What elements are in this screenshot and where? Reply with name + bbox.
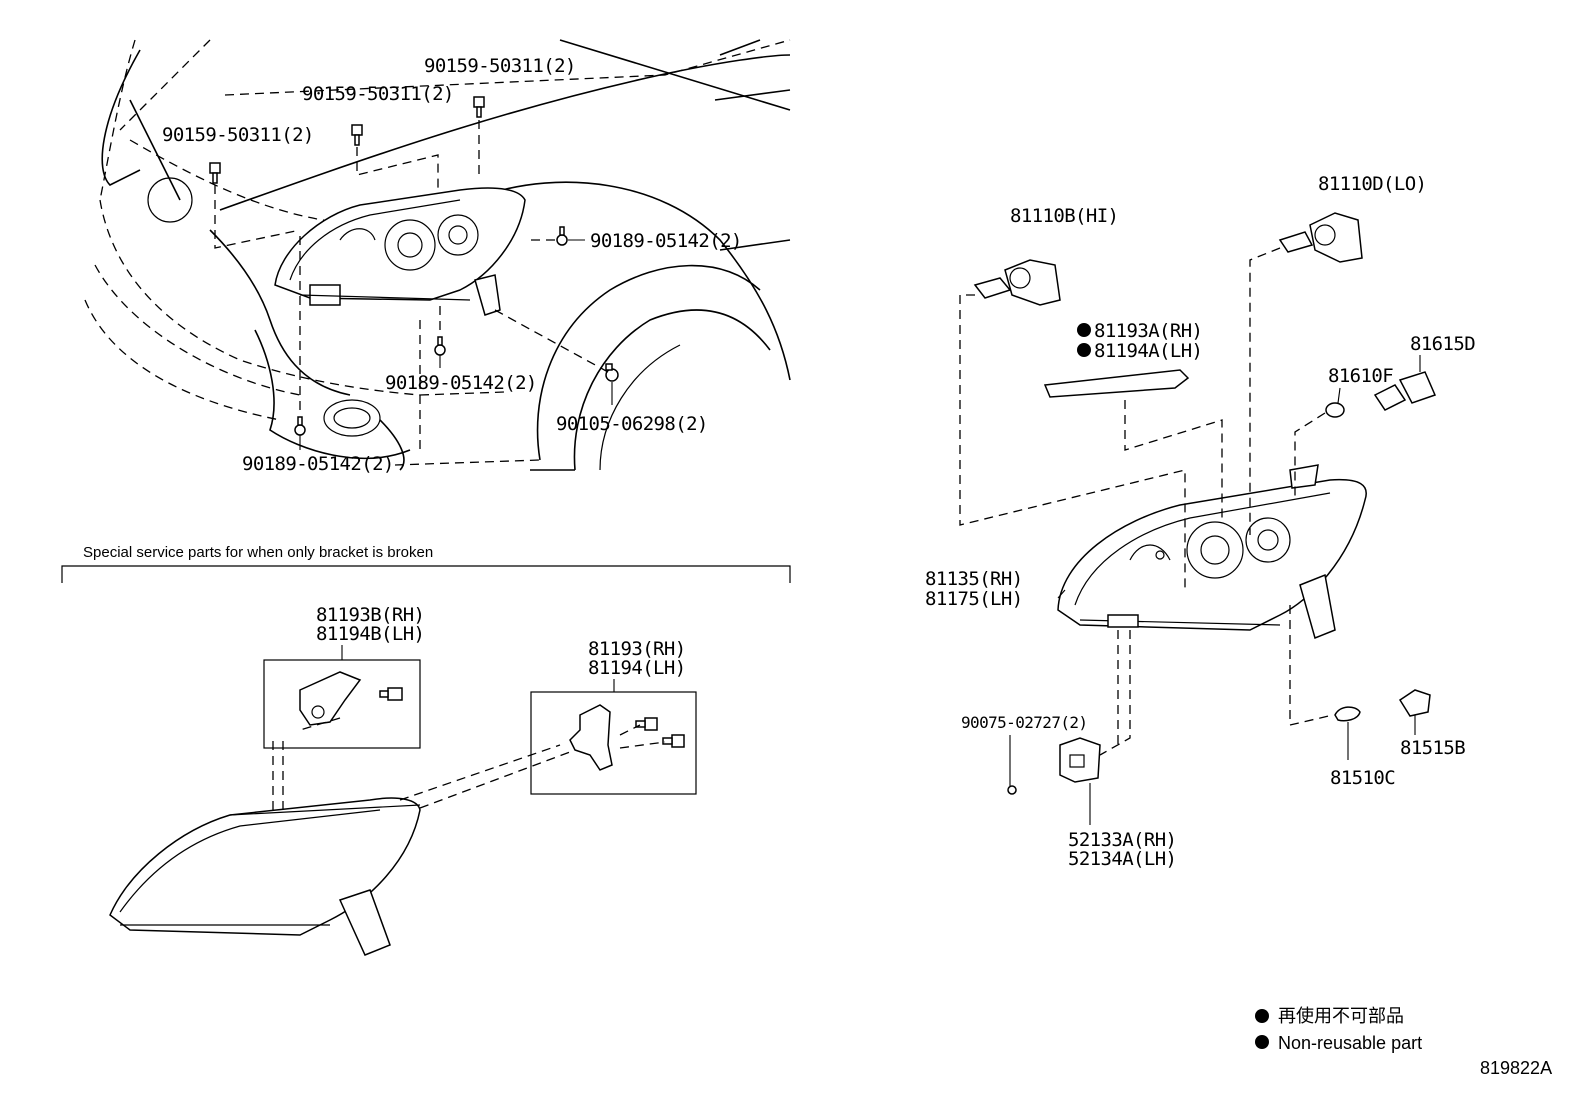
label-headlamp-lh: 81175(LH) bbox=[925, 588, 1023, 610]
screw-icon-c bbox=[294, 416, 306, 436]
label-81615d: 81615D bbox=[1410, 333, 1475, 355]
label-bolt-90159-b: 90159-50311(2) bbox=[302, 83, 454, 105]
screw-90075-icon bbox=[1007, 785, 1017, 795]
legend-marker-en bbox=[1255, 1035, 1269, 1049]
label-screw-90189-a: 90189-05142(2) bbox=[590, 230, 742, 252]
installed-headlamp bbox=[274, 187, 526, 316]
bottom-headlamp bbox=[109, 797, 421, 956]
repair-bracket-b bbox=[299, 671, 403, 726]
label-garnish-rh: 81193A(RH) bbox=[1094, 320, 1202, 342]
label-screw-90189-c: 90189-05142(2) bbox=[242, 453, 394, 475]
screw-icon-b bbox=[434, 336, 446, 356]
bolt-icon-a bbox=[209, 162, 221, 184]
label-repair-b-lh: 81194B(LH) bbox=[316, 623, 424, 645]
vehicle-front-outline bbox=[84, 39, 791, 471]
bolt-icon-b bbox=[351, 124, 363, 146]
bracket-52133a bbox=[1059, 737, 1101, 783]
repair-bracket bbox=[569, 704, 685, 771]
label-bolt-90159-c: 90159-50311(2) bbox=[424, 55, 576, 77]
label-screw-90105: 90105-06298(2) bbox=[556, 413, 708, 435]
garnish bbox=[1043, 369, 1190, 398]
legend-japanese: 再使用不可部品 bbox=[1278, 1006, 1404, 1026]
bolt-icon-c bbox=[473, 96, 485, 118]
legend-english: Non-reusable part bbox=[1278, 1033, 1422, 1053]
label-bulb-hi: 81110B(HI) bbox=[1010, 205, 1118, 227]
label-screw-90189-b: 90189-05142(2) bbox=[385, 372, 537, 394]
lo-bulb bbox=[1278, 212, 1363, 263]
label-81610f: 81610F bbox=[1328, 365, 1393, 387]
label-screw-90075: 90075-02727(2) bbox=[961, 713, 1087, 732]
label-repair-lh: 81194(LH) bbox=[588, 657, 686, 679]
label-bulb-lo: 81110D(LO) bbox=[1318, 173, 1426, 195]
label-bolt-90159-a: 90159-50311(2) bbox=[162, 124, 314, 146]
label-headlamp-rh: 81135(RH) bbox=[925, 568, 1023, 590]
special-service-note: Special service parts for when only brac… bbox=[83, 544, 433, 561]
non-reusable-marker-rh bbox=[1077, 323, 1091, 337]
label-repair-b-rh: 81193B(RH) bbox=[316, 604, 424, 626]
bulb-81510c bbox=[1334, 706, 1361, 722]
right-connector-lines bbox=[959, 247, 1421, 825]
label-repair-rh: 81193(RH) bbox=[588, 638, 686, 660]
legend-marker-ja bbox=[1255, 1009, 1269, 1023]
diagram-id: 819822A bbox=[1480, 1058, 1552, 1078]
screw-icon-d bbox=[605, 363, 619, 382]
screw-icon-a bbox=[556, 226, 568, 246]
label-81510c: 81510C bbox=[1330, 767, 1395, 789]
label-garnish-lh: 81194A(LH) bbox=[1094, 340, 1202, 362]
label-bracket-rh: 52133A(RH) bbox=[1068, 829, 1176, 851]
socket-81515b bbox=[1398, 689, 1431, 717]
headlamp-assembly bbox=[1057, 464, 1367, 640]
label-bracket-lh: 52134A(LH) bbox=[1068, 848, 1176, 870]
seal-81610f bbox=[1325, 402, 1345, 418]
special-service-bracket bbox=[61, 565, 791, 583]
socket-81615d bbox=[1373, 371, 1437, 411]
non-reusable-marker-lh bbox=[1077, 343, 1091, 357]
top-connector-lines bbox=[214, 120, 613, 450]
bottom-connector-lines bbox=[272, 740, 571, 810]
label-81515b: 81515B bbox=[1400, 737, 1465, 759]
hi-bulb bbox=[973, 259, 1061, 306]
